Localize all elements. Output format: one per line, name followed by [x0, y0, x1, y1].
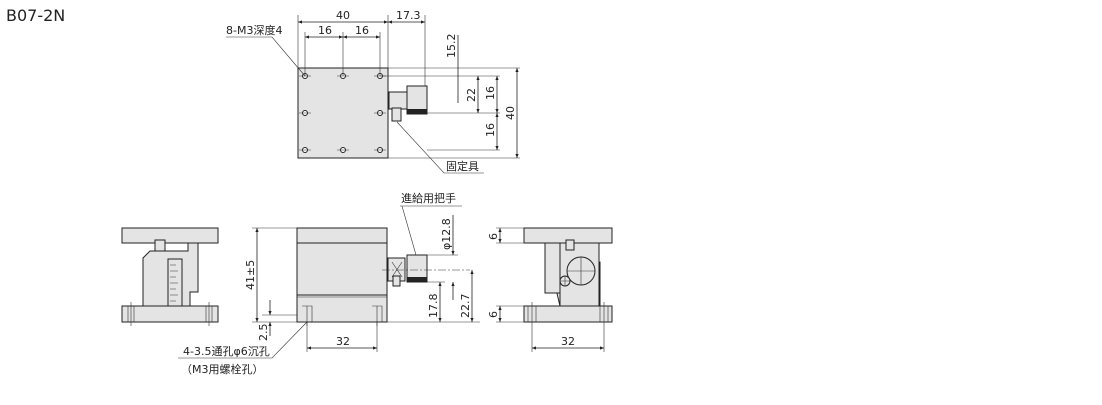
dim-top-plate: 6: [487, 233, 500, 240]
dim-handle-offset: 17.3: [396, 9, 421, 22]
dim-22: 22: [465, 88, 478, 102]
holes-label: 8-M3深度4: [226, 23, 282, 37]
right-side-view: 6 6 32: [487, 227, 613, 352]
dim-base-plate: 6: [487, 311, 500, 318]
dim-height: 41±5: [244, 260, 257, 290]
top-view: 40 16 16 17.3 15.2 22 16 16 40 8-M3深度4 固…: [226, 9, 520, 174]
dim-17-8: 17.8: [427, 294, 440, 319]
dim-16-upper: 16: [484, 86, 497, 100]
dim-diameter: φ12.8: [440, 218, 453, 250]
top-plate: [297, 67, 389, 159]
mount-holes-label: 4-3.5通孔φ6沉孔: [183, 345, 270, 358]
dim-2-5: 2.5: [257, 324, 270, 342]
dim-pitch-left: 16: [318, 24, 332, 37]
dim-pitch-right: 16: [355, 24, 369, 37]
fixture: [391, 107, 402, 122]
dim-16-lower: 16: [484, 123, 497, 137]
model-title: B07-2N: [6, 6, 66, 25]
fixture-label: 固定具: [446, 159, 479, 173]
handle-shaft: [388, 91, 408, 110]
dim-22-7: 22.7: [459, 294, 472, 319]
handle-label: 進給用把手: [401, 191, 456, 205]
dim-width: 40: [336, 9, 350, 22]
dim-base-pitch: 32: [336, 335, 350, 348]
left-side-view: [121, 227, 219, 326]
mount-holes-note: （M3用螺栓孔）: [181, 362, 264, 376]
dim-side-base-pitch: 32: [561, 335, 575, 348]
front-view: 41±5 2.5 φ12.8 17.8 22.7 32 進給用把手 4-3.5通…: [178, 191, 480, 376]
dim-15-2: 15.2: [445, 34, 458, 59]
dim-depth: 40: [504, 106, 517, 120]
